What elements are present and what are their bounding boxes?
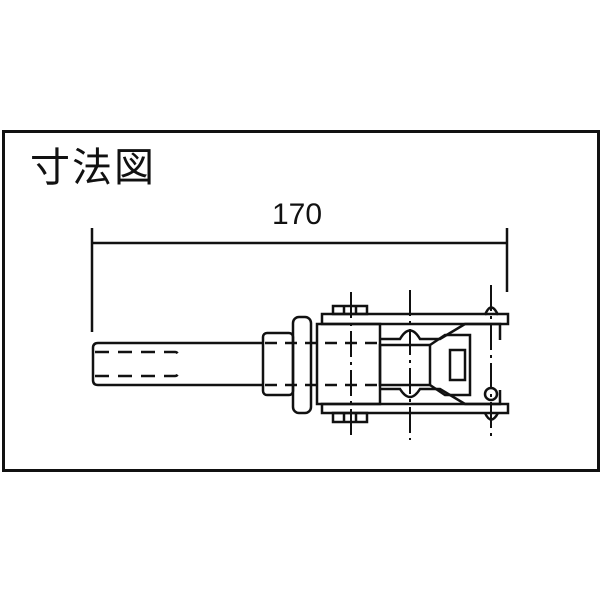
linkage-arms	[378, 306, 502, 421]
center-lines	[350, 285, 492, 440]
dimension-line	[90, 228, 509, 332]
drawing-frame	[2, 130, 600, 472]
dimension-label: 170	[272, 198, 323, 231]
plunger-rod	[91, 341, 263, 387]
body-block	[315, 322, 382, 406]
bottom-plate	[320, 402, 510, 415]
flange-washer	[291, 315, 313, 415]
drawing-title: 寸法図	[30, 145, 156, 191]
top-plate	[320, 312, 510, 326]
hidden-lines	[265, 341, 380, 387]
